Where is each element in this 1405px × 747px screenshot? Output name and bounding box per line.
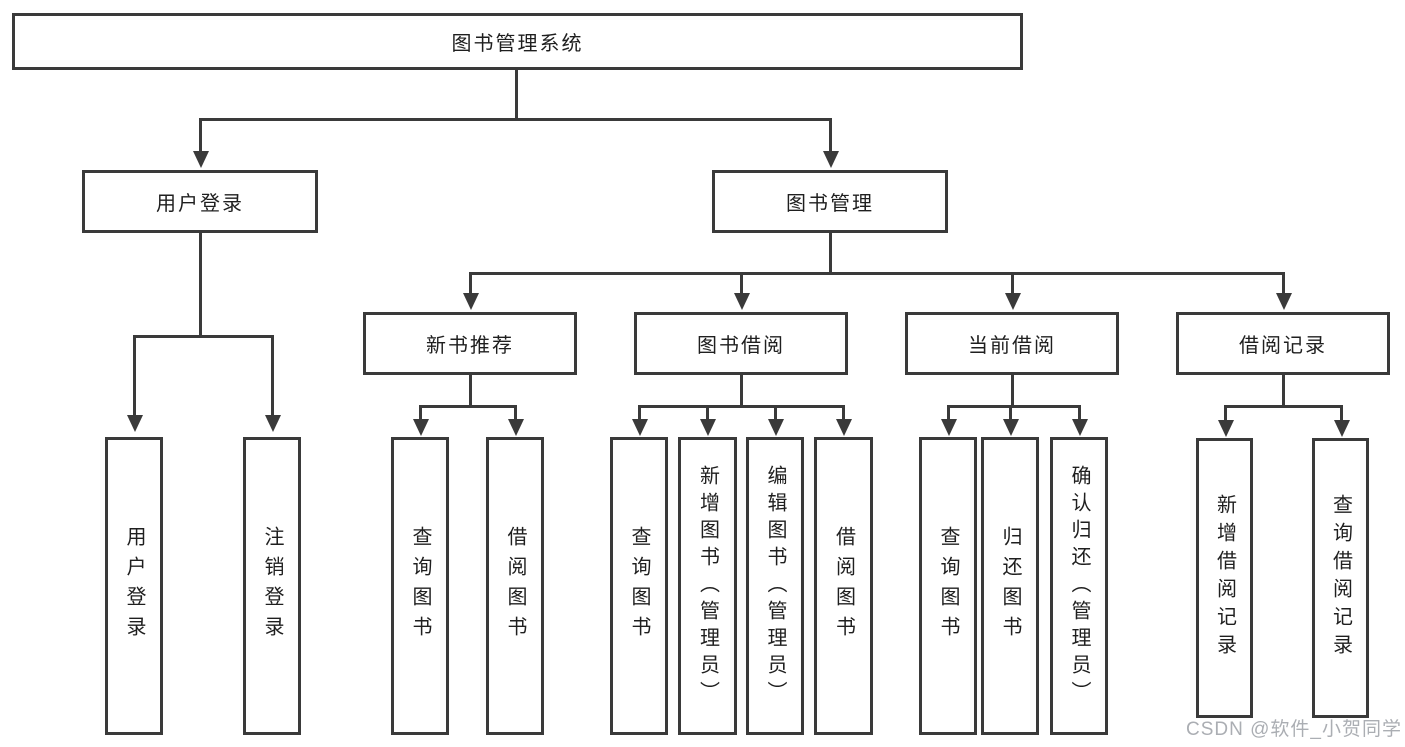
node-new-book-recommend: 新书推荐 (363, 312, 577, 375)
arrow-down-icon (1275, 272, 1292, 310)
connector-stem-line (1282, 375, 1285, 405)
node-leaf-add-book: 新增图书（管理员） (678, 437, 737, 735)
connector-branch-line (419, 405, 517, 408)
node-leaf-user-login: 用户登录 (105, 437, 163, 735)
node-leaf-add-record: 新增借阅记录 (1196, 438, 1253, 718)
node-leaf-add-book-label: 新增图书（管理员） (696, 464, 719, 708)
node-leaf-confirm-return-label: 确认归还（管理员） (1068, 464, 1090, 708)
node-borrow-records: 借阅记录 (1176, 312, 1390, 375)
arrow-down-icon (835, 405, 852, 436)
node-leaf-user-login-label: 用户登录 (123, 526, 145, 646)
node-user-login-label: 用户登录 (156, 193, 244, 215)
node-leaf-logout: 注销登录 (243, 437, 301, 735)
node-leaf-return-book: 归还图书 (981, 437, 1039, 735)
arrow-down-icon (1071, 405, 1088, 436)
node-leaf-query-book-3: 查询图书 (919, 437, 977, 735)
arrow-down-icon (822, 118, 839, 168)
connector-branch-line (638, 405, 845, 408)
node-leaf-logout-label: 注销登录 (261, 526, 283, 646)
node-root: 图书管理系统 (12, 13, 1023, 70)
node-user-login: 用户登录 (82, 170, 318, 233)
arrow-down-icon (733, 272, 750, 310)
node-leaf-query-book-2: 查询图书 (610, 437, 668, 735)
connector-branch-line (469, 272, 1285, 275)
node-current-borrow-label: 当前借阅 (968, 335, 1056, 357)
connector-stem-line (199, 233, 202, 335)
node-current-borrow: 当前借阅 (905, 312, 1119, 375)
connector-stem-line (1011, 375, 1014, 405)
node-leaf-add-record-label: 新增借阅记录 (1213, 494, 1236, 662)
node-new-book-recommend-label: 新书推荐 (426, 335, 514, 357)
node-root-label: 图书管理系统 (451, 33, 584, 55)
connector-stem-line (829, 233, 832, 272)
node-book-borrow-label: 图书借阅 (697, 335, 785, 357)
connector-branch-line (133, 335, 274, 338)
node-leaf-edit-book: 编辑图书（管理员） (746, 437, 804, 735)
arrow-down-icon (126, 335, 143, 432)
arrow-down-icon (462, 272, 479, 310)
node-leaf-borrow-book-2: 借阅图书 (814, 437, 873, 735)
arrow-down-icon (1333, 405, 1350, 437)
connector-branch-line (947, 405, 1081, 408)
arrow-down-icon (1217, 405, 1234, 437)
node-leaf-query-record: 查询借阅记录 (1312, 438, 1369, 718)
node-leaf-query-book-2-label: 查询图书 (628, 526, 650, 646)
node-leaf-query-record-label: 查询借阅记录 (1329, 494, 1352, 662)
arrow-down-icon (767, 405, 784, 436)
arrow-down-icon (1004, 272, 1021, 310)
node-book-management: 图书管理 (712, 170, 948, 233)
node-leaf-borrow-book-1: 借阅图书 (486, 437, 544, 735)
node-book-borrow: 图书借阅 (634, 312, 848, 375)
node-leaf-query-book-3-label: 查询图书 (937, 526, 959, 646)
arrow-down-icon (940, 405, 957, 436)
node-leaf-return-book-label: 归还图书 (999, 526, 1021, 646)
connector-branch-line (199, 118, 832, 121)
node-book-management-label: 图书管理 (786, 193, 874, 215)
node-leaf-borrow-book-1-label: 借阅图书 (504, 526, 526, 646)
arrow-down-icon (1002, 405, 1019, 436)
arrow-down-icon (412, 405, 429, 436)
node-leaf-borrow-book-2-label: 借阅图书 (832, 526, 855, 646)
arrow-down-icon (264, 335, 281, 432)
connector-stem-line (740, 375, 743, 405)
node-leaf-confirm-return: 确认归还（管理员） (1050, 437, 1108, 735)
connector-stem-line (469, 375, 472, 405)
connector-stem-line (515, 70, 518, 118)
node-leaf-query-book-1: 查询图书 (391, 437, 449, 735)
arrow-down-icon (507, 405, 524, 436)
node-leaf-query-book-1-label: 查询图书 (409, 526, 431, 646)
watermark: CSDN @软件_小贺同学 (1186, 719, 1402, 740)
arrow-down-icon (699, 405, 716, 436)
arrow-down-icon (631, 405, 648, 436)
node-leaf-edit-book-label: 编辑图书（管理员） (764, 464, 786, 708)
connector-branch-line (1224, 405, 1342, 408)
node-borrow-records-label: 借阅记录 (1239, 335, 1327, 357)
arrow-down-icon (192, 118, 209, 168)
